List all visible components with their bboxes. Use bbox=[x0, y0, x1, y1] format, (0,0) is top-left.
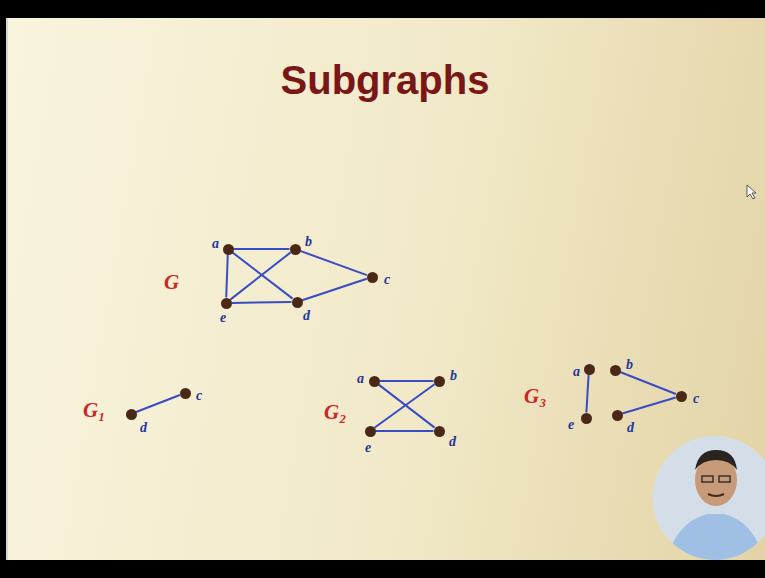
vertex-label: a bbox=[573, 365, 580, 379]
graph-vertex: b bbox=[290, 244, 301, 255]
graph-vertex: d bbox=[434, 426, 445, 437]
graph-edge bbox=[586, 374, 588, 412]
vertex-label: c bbox=[693, 392, 699, 406]
graph-vertex: d bbox=[612, 410, 623, 421]
graph-vertex: b bbox=[610, 365, 621, 376]
vertex-label: b bbox=[450, 369, 457, 383]
graph-edge bbox=[302, 279, 367, 301]
vertex-label: c bbox=[196, 389, 202, 403]
graph-name: G₂ bbox=[324, 400, 347, 425]
graph-edge bbox=[231, 301, 291, 304]
vertex-label: b bbox=[305, 235, 312, 249]
graph-vertex: b bbox=[434, 376, 445, 387]
graph-vertex: a bbox=[223, 244, 234, 255]
vertex-label: d bbox=[303, 309, 310, 323]
graph-vertex: a bbox=[584, 364, 595, 375]
graph-vertex: d bbox=[292, 297, 303, 308]
vertex-label: d bbox=[627, 421, 634, 435]
vertex-label: a bbox=[357, 372, 364, 386]
graph-vertex: e bbox=[365, 426, 376, 437]
graph-name: G bbox=[164, 270, 179, 295]
vertex-label: e bbox=[568, 418, 574, 432]
graph-edge bbox=[622, 398, 675, 414]
vertex-label: c bbox=[384, 273, 390, 287]
graph-edge bbox=[230, 252, 290, 299]
graph-vertex: c bbox=[367, 272, 378, 283]
vertex-label: b bbox=[626, 358, 633, 372]
graph-vertex: a bbox=[369, 376, 380, 387]
graph-name: G₃ bbox=[524, 384, 547, 409]
graph-vertex: d bbox=[126, 409, 137, 420]
node-layer: SubgraphsG G₁ G₂ G₃ a b c d e d c a b e d a e b d c bbox=[8, 18, 765, 560]
graph-edge bbox=[376, 430, 434, 432]
mouse-cursor bbox=[747, 185, 756, 199]
slide-background: SubgraphsG G₁ G₂ G₃ a b c d e d c a b e d a e b d c bbox=[6, 18, 765, 560]
presenter-video bbox=[648, 428, 765, 560]
graph-edge bbox=[234, 248, 290, 250]
graph-vertex: c bbox=[180, 388, 191, 399]
graph-edge bbox=[620, 372, 676, 394]
vertex-label: a bbox=[212, 237, 219, 251]
graph-name: G₁ bbox=[83, 398, 106, 423]
slide-title: Subgraphs bbox=[281, 58, 490, 103]
vertex-label: d bbox=[449, 435, 456, 449]
graph-edge bbox=[226, 254, 228, 297]
vertex-label: d bbox=[140, 421, 147, 435]
graph-edge bbox=[136, 395, 180, 412]
graph-edge bbox=[374, 384, 434, 428]
graph-vertex: e bbox=[581, 413, 592, 424]
vertex-label: e bbox=[220, 311, 226, 325]
graph-edge bbox=[300, 251, 367, 275]
vertex-label: e bbox=[365, 441, 371, 455]
graph-edge bbox=[380, 380, 434, 382]
graph-vertex: e bbox=[221, 298, 232, 309]
graph-vertex: c bbox=[676, 391, 687, 402]
